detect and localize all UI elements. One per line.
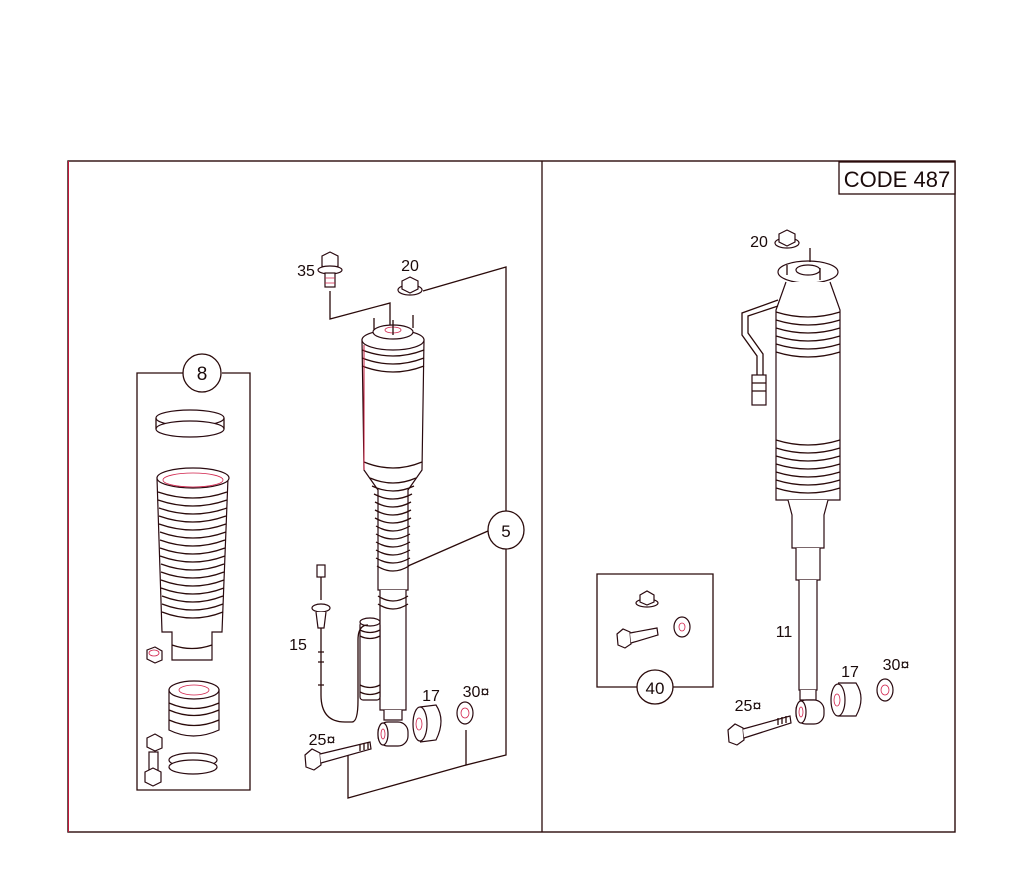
callout-8: 8: [197, 364, 208, 385]
part-20-nut: 20: [397, 258, 423, 296]
code-badge: CODE 487: [838, 161, 956, 195]
left-leader-lines: [329, 266, 507, 799]
callout-20-left: 20: [401, 258, 419, 275]
part-15-sensor-cable: 15: [289, 564, 369, 723]
part-20-nut-right: 20: [750, 229, 800, 251]
callout-11: 11: [776, 624, 793, 641]
callout-30-right: 30¤: [883, 657, 910, 674]
callout-5: 5: [501, 522, 510, 541]
part-17-bushing-right: 17: [830, 664, 862, 717]
callout-17-right: 17: [841, 664, 859, 681]
callout-17-left: 17: [422, 688, 440, 705]
part-30-nut-left: 30¤: [456, 684, 490, 725]
part-17-bushing-left: 17: [412, 688, 442, 743]
callout-30-left: 30¤: [463, 684, 490, 701]
callout-25-left: 25¤: [309, 732, 336, 749]
callout-25-right: 25¤: [735, 698, 762, 715]
part-30-nut-right: 30¤: [876, 657, 910, 702]
part-25-bolt-left: 25¤: [304, 732, 372, 771]
code-label: CODE 487: [844, 167, 950, 192]
callout-15: 15: [289, 637, 307, 654]
part-25-bolt-right: 25¤: [727, 698, 792, 746]
kit-40-group: 40: [596, 573, 714, 705]
right-active-strut: 11: [741, 248, 841, 725]
callout-35: 35: [297, 263, 315, 280]
callout-20-right: 20: [750, 234, 768, 251]
left-air-strut: [359, 315, 425, 747]
callout-40: 40: [646, 679, 665, 698]
part-35-valve: 35: [297, 251, 343, 288]
callout-5-group: 5: [487, 510, 525, 550]
kit-8-group: 8: [136, 353, 251, 791]
